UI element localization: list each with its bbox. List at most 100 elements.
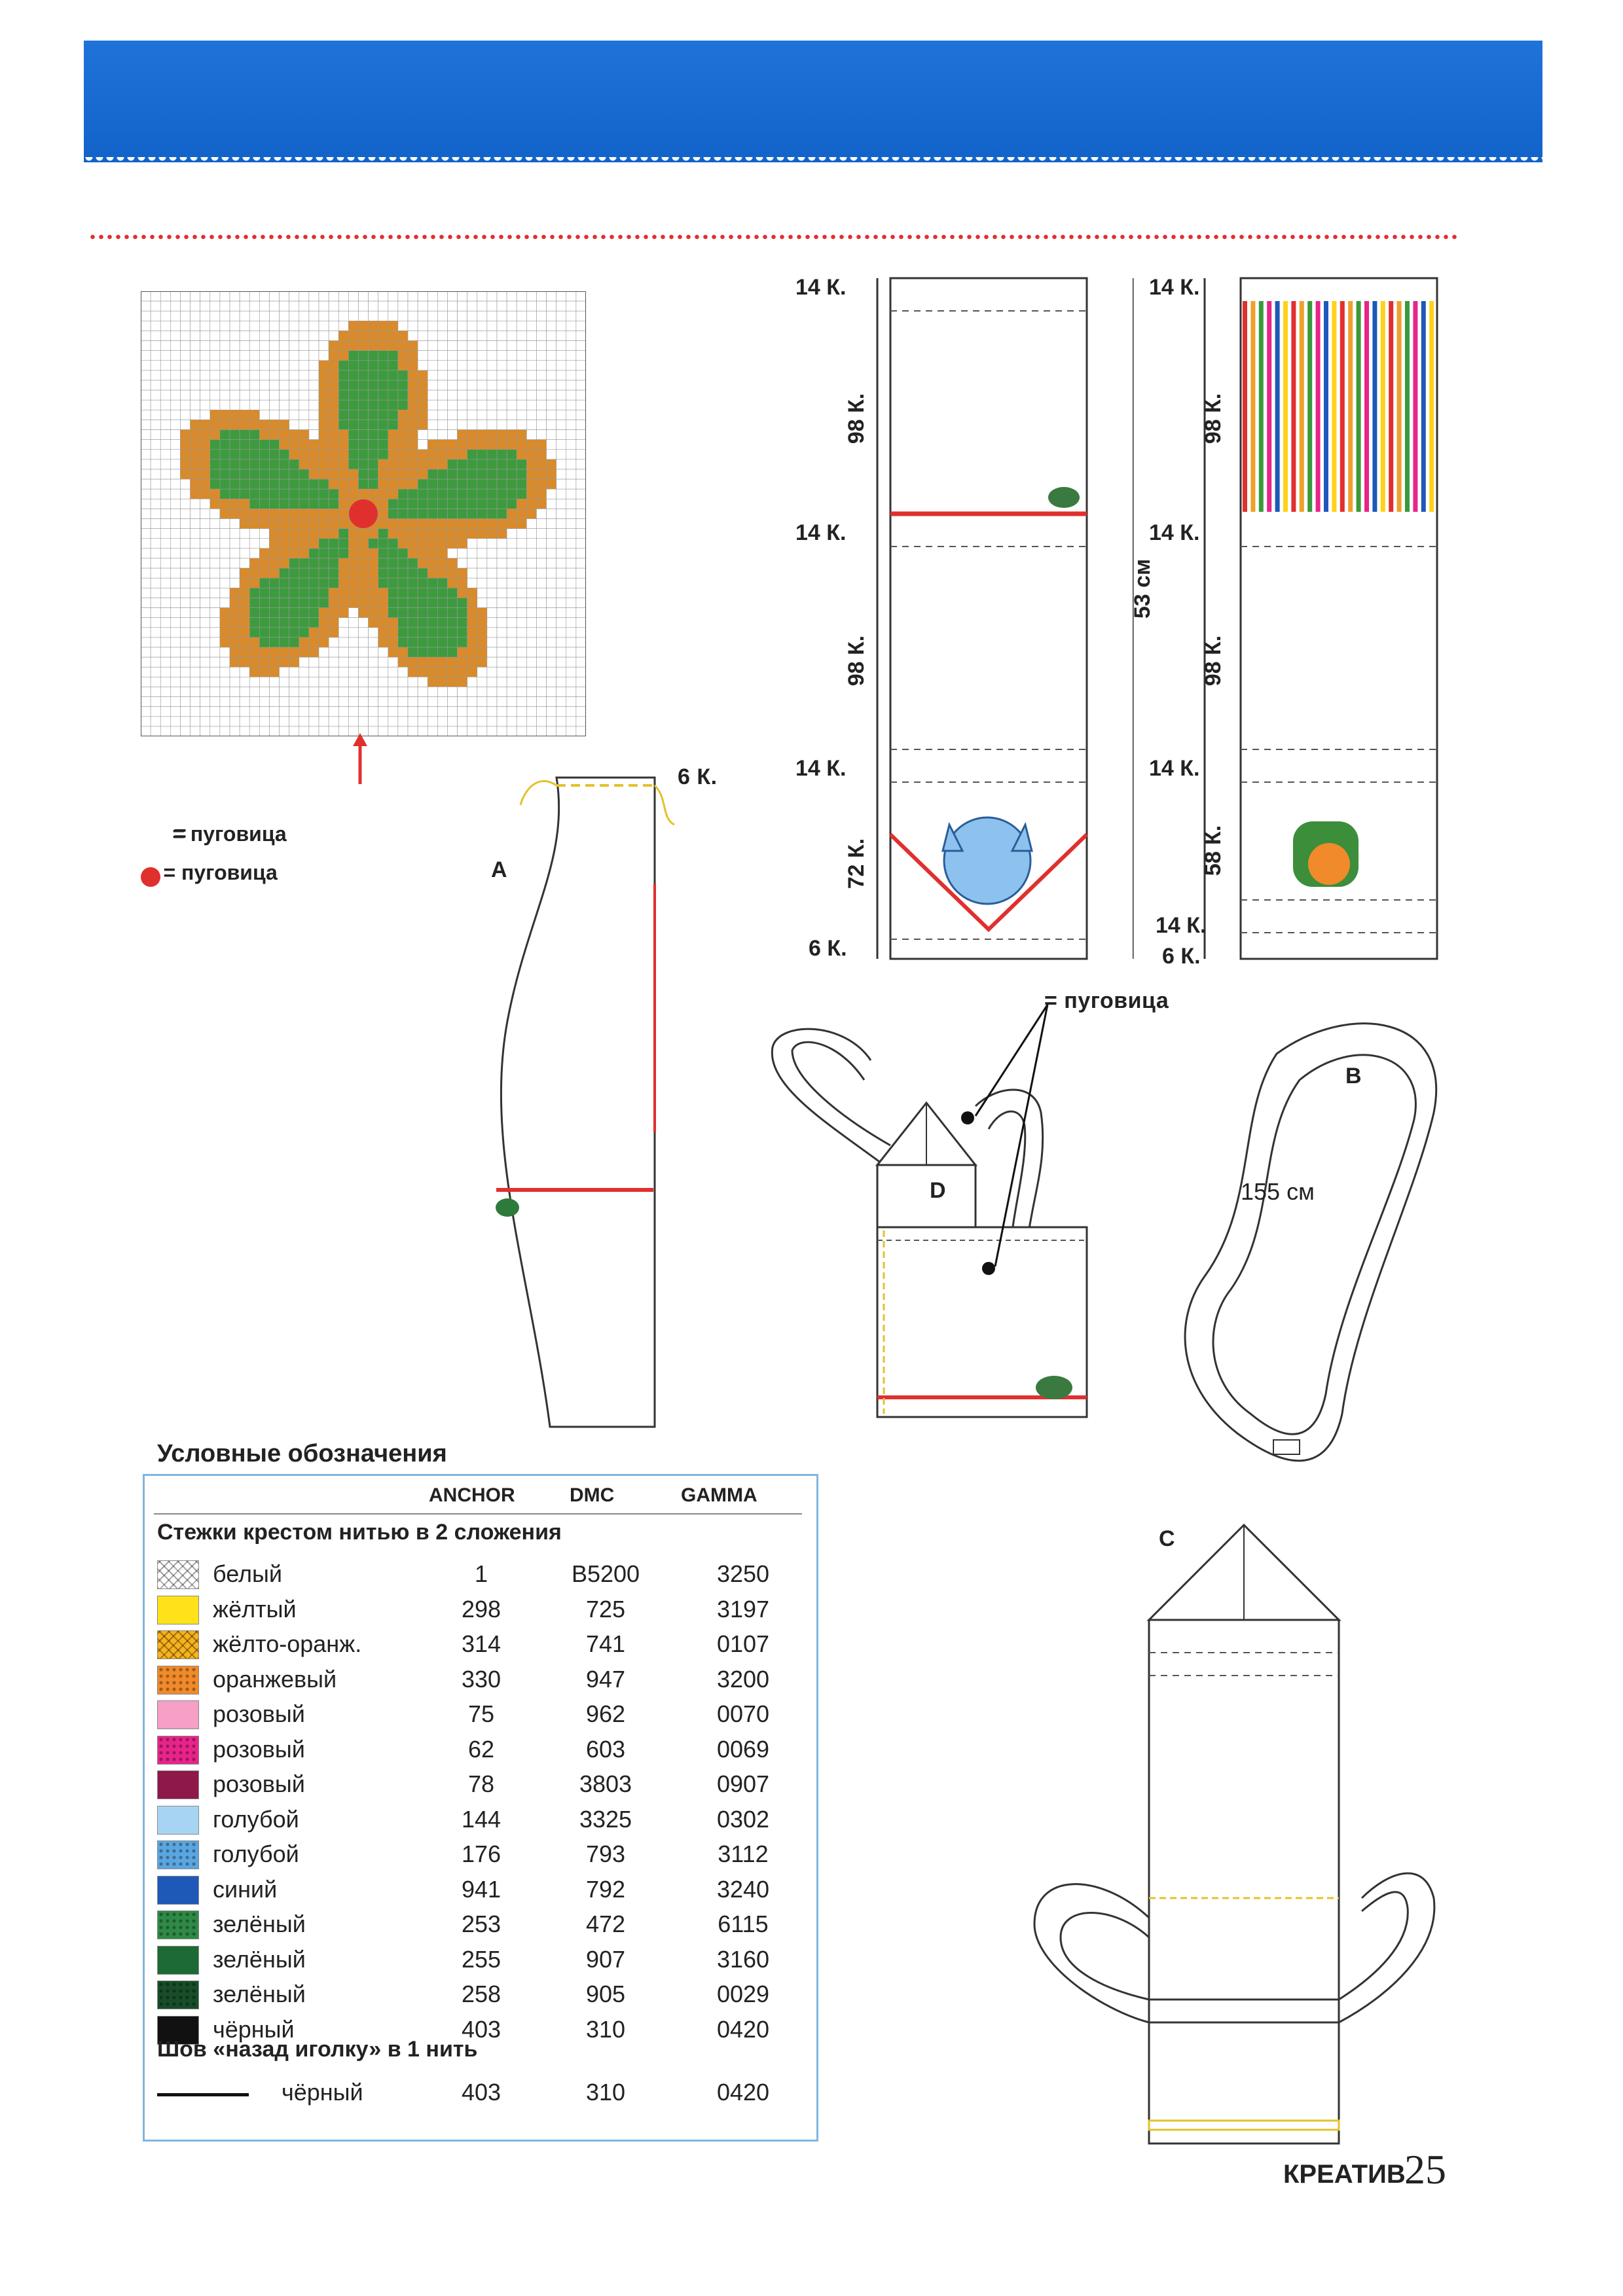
flower-cross-stitch-chart bbox=[141, 291, 586, 736]
piece-b-label: B bbox=[1345, 1064, 1362, 1088]
panel-left-dim-2: 14 К. bbox=[795, 520, 847, 545]
stripe bbox=[1429, 301, 1434, 512]
legend-dmc: 725 bbox=[585, 1595, 626, 1623]
legend-anchor: 403 bbox=[461, 2015, 501, 2043]
piece-d-button-note: = пуговица bbox=[1044, 988, 1169, 1013]
color-swatch bbox=[157, 1665, 199, 1695]
stripe bbox=[1283, 301, 1288, 512]
legend-dmc: 793 bbox=[585, 1840, 626, 1867]
legend-gamma: 0070 bbox=[716, 1700, 770, 1727]
panel-left-dim-1: 98 К. bbox=[844, 393, 869, 444]
dotted-divider bbox=[88, 234, 1457, 240]
legend-back-row: чёрный 403 310 0420 bbox=[157, 2075, 805, 2106]
legend-gamma: 6115 bbox=[718, 1910, 769, 1937]
legend-back-dmc: 310 bbox=[585, 2079, 626, 2106]
legend-gamma: 3112 bbox=[718, 1840, 769, 1867]
symbol-note-red-dot: = пуговица bbox=[141, 861, 278, 887]
legend-anchor: 941 bbox=[461, 1875, 501, 1903]
legend-gamma: 0029 bbox=[716, 1981, 770, 2007]
legend-anchor: 314 bbox=[461, 1630, 501, 1657]
color-swatch bbox=[157, 1910, 199, 1939]
color-swatch bbox=[157, 1981, 199, 2009]
legend-row: розовый 78 3803 0907 bbox=[157, 1767, 805, 1799]
legend-name: жёлто-оранж. bbox=[213, 1630, 362, 1657]
piece-c-drawing bbox=[1033, 1523, 1436, 2145]
piece-a-label: A bbox=[491, 857, 508, 882]
legend-dmc: 3325 bbox=[579, 1805, 632, 1833]
stripe bbox=[1267, 301, 1272, 512]
stripe bbox=[1405, 301, 1410, 512]
piece-b-length: 155 см bbox=[1241, 1178, 1315, 1205]
legend-gamma: 0107 bbox=[716, 1630, 770, 1657]
legend-anchor: 298 bbox=[461, 1595, 501, 1623]
panel-right-dim-3: 98 К. bbox=[1201, 635, 1226, 687]
header-banner-edge bbox=[84, 157, 1542, 168]
legend-header-rule bbox=[154, 1513, 802, 1515]
legend-anchor: 176 bbox=[461, 1840, 501, 1867]
legend-gamma: 3240 bbox=[716, 1875, 770, 1903]
stripe bbox=[1348, 301, 1353, 512]
legend-title: Условные обозначения bbox=[157, 1440, 447, 1467]
color-swatch bbox=[157, 1945, 199, 1975]
stripe bbox=[1372, 301, 1377, 512]
panel-left-dim-3: 98 К. bbox=[844, 635, 869, 687]
panel-left-dim-4: 14 К. bbox=[795, 756, 847, 781]
legend-dmc: 603 bbox=[585, 1735, 626, 1763]
legend-anchor: 255 bbox=[461, 1945, 501, 1973]
color-swatch bbox=[157, 2015, 199, 2045]
legend-name: розовый bbox=[213, 1700, 305, 1727]
panel-right-dim-2: 14 К. bbox=[1149, 520, 1200, 545]
stripe bbox=[1413, 301, 1418, 512]
legend-name: оранжевый bbox=[213, 1665, 337, 1693]
legend-back-name: чёрный bbox=[282, 2079, 363, 2106]
stripe bbox=[1258, 301, 1264, 512]
legend-row: жёлто-оранж. 314 741 0107 bbox=[157, 1626, 805, 1659]
panel-right-dim-5: 58 К. bbox=[1201, 825, 1226, 876]
legend-name: белый bbox=[213, 1560, 283, 1587]
piece-a-drawing bbox=[496, 776, 675, 1428]
legend-col-gamma: GAMMA bbox=[681, 1484, 757, 1506]
symbol-note-cross-label: = пуговица bbox=[172, 822, 287, 846]
color-swatch bbox=[157, 1595, 199, 1624]
stripe bbox=[1307, 301, 1313, 512]
legend-gamma: 0302 bbox=[716, 1805, 770, 1833]
button-pointer-arrows bbox=[974, 1005, 1049, 1267]
red-dot-icon bbox=[141, 867, 160, 887]
legend-dmc: 907 bbox=[585, 1945, 626, 1973]
legend-gamma: 0907 bbox=[716, 1770, 770, 1797]
footer-brand: КРЕАТИВ bbox=[1283, 2160, 1406, 2189]
stripe bbox=[1364, 301, 1369, 512]
legend-gamma: 0069 bbox=[716, 1735, 770, 1763]
legend-name: розовый bbox=[213, 1735, 305, 1763]
piece-d-drawing bbox=[771, 1028, 1088, 1418]
legend-anchor: 78 bbox=[467, 1770, 495, 1797]
panel-right-dim-6: 14 К. bbox=[1156, 913, 1207, 938]
legend-name: розовый bbox=[213, 1770, 305, 1797]
legend-dmc: 310 bbox=[585, 2015, 626, 2043]
stripe bbox=[1356, 301, 1361, 512]
panel-right-dim-1: 98 К. bbox=[1201, 393, 1226, 444]
piece-a-top-dim: 6 К. bbox=[678, 764, 718, 789]
color-swatch bbox=[157, 1805, 199, 1835]
legend-gamma: 3160 bbox=[716, 1945, 770, 1973]
legend-name: чёрный bbox=[213, 2015, 295, 2043]
stripe bbox=[1243, 301, 1247, 512]
piece-c-label: C bbox=[1159, 1526, 1176, 1551]
legend-anchor: 62 bbox=[467, 1735, 495, 1763]
legend-col-anchor: ANCHOR bbox=[429, 1484, 515, 1506]
legend-anchor: 258 bbox=[461, 1981, 501, 2007]
color-swatch bbox=[157, 1735, 199, 1765]
legend-dmc: 3803 bbox=[579, 1770, 632, 1797]
stripe bbox=[1291, 301, 1296, 512]
legend-back-anchor: 403 bbox=[461, 2079, 501, 2106]
stripe bbox=[1332, 301, 1337, 512]
legend-dmc: 741 bbox=[585, 1630, 626, 1657]
